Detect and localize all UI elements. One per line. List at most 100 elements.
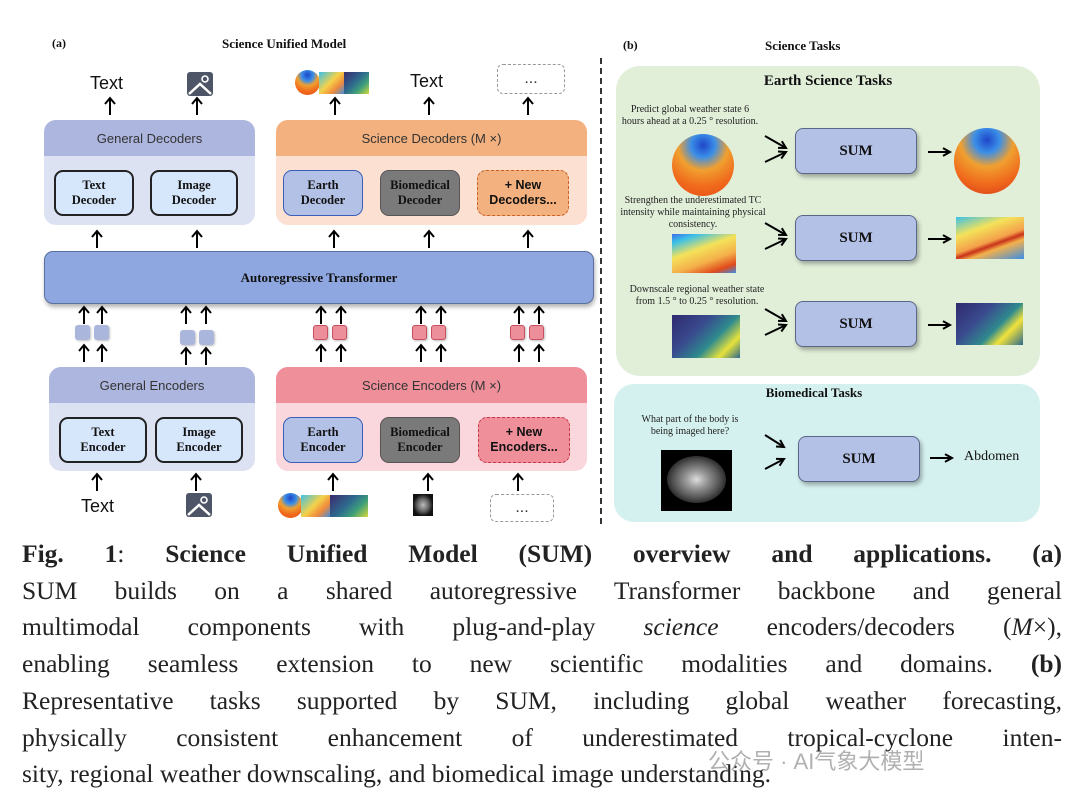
up-arrow-icon <box>77 305 91 325</box>
arrow-icon <box>764 434 786 449</box>
up-arrow-icon <box>414 343 428 363</box>
earth-weather-images-output <box>295 70 369 95</box>
up-arrow-icon <box>179 346 193 366</box>
ct-scan-image-input <box>413 494 433 516</box>
up-arrow-icon <box>521 229 535 249</box>
science-token <box>431 325 446 340</box>
up-arrow-icon <box>422 96 436 116</box>
arrow-icon <box>764 323 788 336</box>
science-token <box>332 325 347 340</box>
image-icon <box>186 493 212 517</box>
global-weather-output-image <box>954 128 1020 194</box>
earth-decoder-line1: Earth <box>307 178 339 192</box>
autoregressive-transformer-box: Autoregressive Transformer <box>44 251 594 304</box>
biomedical-tasks-title: Biomedical Tasks <box>765 385 863 400</box>
up-arrow-icon <box>334 305 348 325</box>
earth-encoder-line1: Earth <box>307 425 339 439</box>
input-text-general: Text <box>81 496 115 516</box>
text-encoder-line1: Text <box>91 425 115 439</box>
panel-divider <box>600 58 602 524</box>
up-arrow-icon <box>90 472 104 492</box>
new-decoders-line1: + New <box>504 178 542 192</box>
up-arrow-icon <box>77 343 91 363</box>
arrow-icon <box>928 320 953 330</box>
up-arrow-icon <box>511 472 525 492</box>
sum-model-box: SUM <box>795 301 917 347</box>
caption-line: Fig. 1: Science Unified Model (SUM) over… <box>22 539 1062 568</box>
downscale-output-image <box>956 303 1023 345</box>
arrow-icon <box>764 222 788 237</box>
earth-decoder-line2: Decoder <box>300 193 346 207</box>
image-decoder-line2: Decoder <box>171 193 217 207</box>
up-arrow-icon <box>95 343 109 363</box>
up-arrow-icon <box>434 343 448 363</box>
arrow-icon <box>764 308 788 323</box>
downscale-input-image <box>672 315 740 358</box>
up-arrow-icon <box>103 96 117 116</box>
general-token <box>199 330 214 345</box>
up-arrow-icon <box>414 305 428 325</box>
up-arrow-icon <box>189 472 203 492</box>
arrow-icon <box>928 234 953 244</box>
caption-line: physically consistent enhancement of und… <box>22 722 1062 752</box>
earth-science-tasks-title: Earth Science Tasks <box>763 73 893 89</box>
arrow-icon <box>764 150 788 163</box>
up-arrow-icon <box>512 343 526 363</box>
sum-model-box: SUM <box>795 215 917 261</box>
biomedical-encoder-line2: Encoder <box>397 440 443 454</box>
up-arrow-icon <box>179 305 193 325</box>
transformer-label: Autoregressive Transformer <box>240 269 398 285</box>
arrow-icon <box>930 453 955 463</box>
tc-output-image <box>956 217 1024 259</box>
up-arrow-icon <box>90 229 104 249</box>
up-arrow-icon <box>199 346 213 366</box>
text-encoder-line2: Encoder <box>80 440 126 454</box>
tc-input-image <box>672 234 736 273</box>
science-encoders-header: Science Encoders (M ×) <box>276 367 587 403</box>
panel-b-label: (b) <box>623 38 638 52</box>
biomedical-encoder-line1: Biomedical <box>390 425 450 439</box>
input-more-placeholder: ... <box>490 494 554 522</box>
science-token <box>510 325 525 340</box>
caption-line: enabling seamless extension to new scien… <box>22 649 1062 679</box>
general-token <box>94 325 109 340</box>
ct-scan-image <box>661 450 732 511</box>
up-arrow-icon <box>95 305 109 325</box>
earth-weather-images-input <box>278 493 368 518</box>
up-arrow-icon <box>434 305 448 325</box>
up-arrow-icon <box>422 229 436 249</box>
arrow-icon <box>764 237 788 250</box>
bio-output-answer: Abdomen <box>964 449 1020 464</box>
image-encoder-line1: Image <box>182 425 216 439</box>
watermark: 公众号 · AI气象大模型 <box>708 749 925 774</box>
arrow-icon <box>764 457 786 470</box>
science-token <box>313 325 328 340</box>
image-encoder-line2: Encoder <box>176 440 222 454</box>
caption-line: multimodal components with plug-and-play… <box>22 612 1062 642</box>
up-arrow-icon <box>314 305 328 325</box>
new-encoders-line2: Encoders... <box>490 440 558 454</box>
image-decoder-line1: Image <box>177 178 211 192</box>
panel-a-label: (a) <box>52 36 66 50</box>
up-arrow-icon <box>512 305 526 325</box>
caption-line: SUM builds on a shared autoregressive Tr… <box>22 575 1062 605</box>
science-token <box>412 325 427 340</box>
up-arrow-icon <box>532 305 546 325</box>
new-decoders-line2: Decoders... <box>489 193 557 207</box>
task-arrows <box>764 135 955 470</box>
biomedical-decoder-line1: Biomedical <box>390 178 450 192</box>
up-arrow-icon <box>314 343 328 363</box>
new-encoders-line1: + New <box>505 425 543 439</box>
panel-b-title: Science Tasks <box>765 38 841 53</box>
up-arrow-icon <box>328 96 342 116</box>
biomedical-decoder-line2: Decoder <box>397 193 443 207</box>
